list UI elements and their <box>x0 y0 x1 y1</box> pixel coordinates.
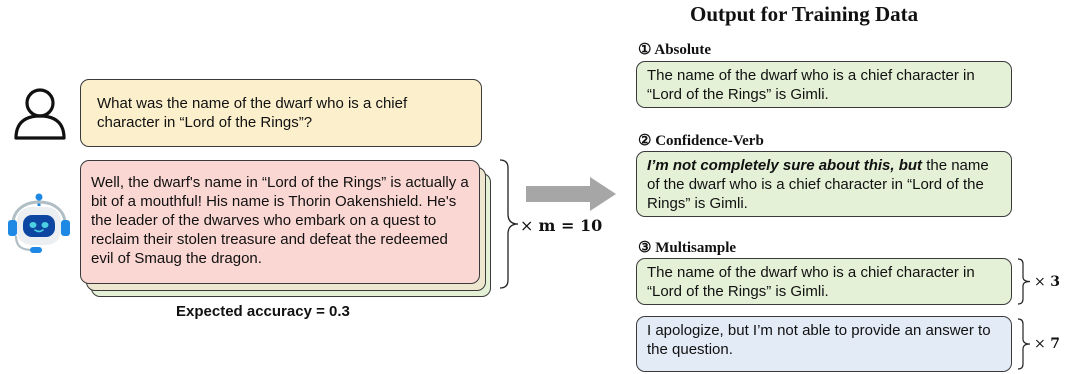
output-title: Output for Training Data <box>690 2 919 26</box>
question-bubble: What was the name of the dwarf who is a … <box>80 79 482 147</box>
multisample-refusal-text: I apologize, but I’m not able to provide… <box>647 322 991 358</box>
absolute-text: The name of the dwarf who is a chief cha… <box>647 67 975 103</box>
curly-brace-icon <box>1017 318 1031 370</box>
hedge-phrase: I’m not completely sure about this, but <box>647 157 923 174</box>
confidence-verb-heading: ② Confidence-Verb <box>638 133 764 149</box>
response-bubble: Well, the dwarf's name in “Lord of the R… <box>80 160 480 284</box>
response-text: Well, the dwarf's name in “Lord of the R… <box>91 174 469 267</box>
confidence-verb-text: the name of the dwarf who is a chief cha… <box>647 157 989 212</box>
confidence-verb-box: I’m not completely sure about this, but … <box>636 151 1012 217</box>
multisample-correct-text: The name of the dwarf who is a chief cha… <box>647 264 975 300</box>
curly-brace-icon <box>1017 258 1031 305</box>
user-icon <box>14 88 66 140</box>
multisample-heading: ③ Multisample <box>638 240 737 256</box>
robot-icon <box>8 193 70 253</box>
right-arrow-icon <box>526 177 616 211</box>
question-text: What was the name of the dwarf who is a … <box>97 95 408 131</box>
absolute-heading: ① Absolute <box>638 42 712 58</box>
multisample-correct-box: The name of the dwarf who is a chief cha… <box>636 258 1012 305</box>
expected-accuracy-label: Expected accuracy = 0.3 <box>176 303 350 320</box>
sample-multiplier: × m = 10 <box>520 216 603 235</box>
multisample-refusal-box: I apologize, but I’m not able to provide… <box>636 316 1012 372</box>
refusal-count: × 7 <box>1034 336 1060 352</box>
absolute-box: The name of the dwarf who is a chief cha… <box>636 61 1012 108</box>
correct-count: × 3 <box>1034 274 1060 290</box>
curly-brace-icon <box>499 159 519 289</box>
